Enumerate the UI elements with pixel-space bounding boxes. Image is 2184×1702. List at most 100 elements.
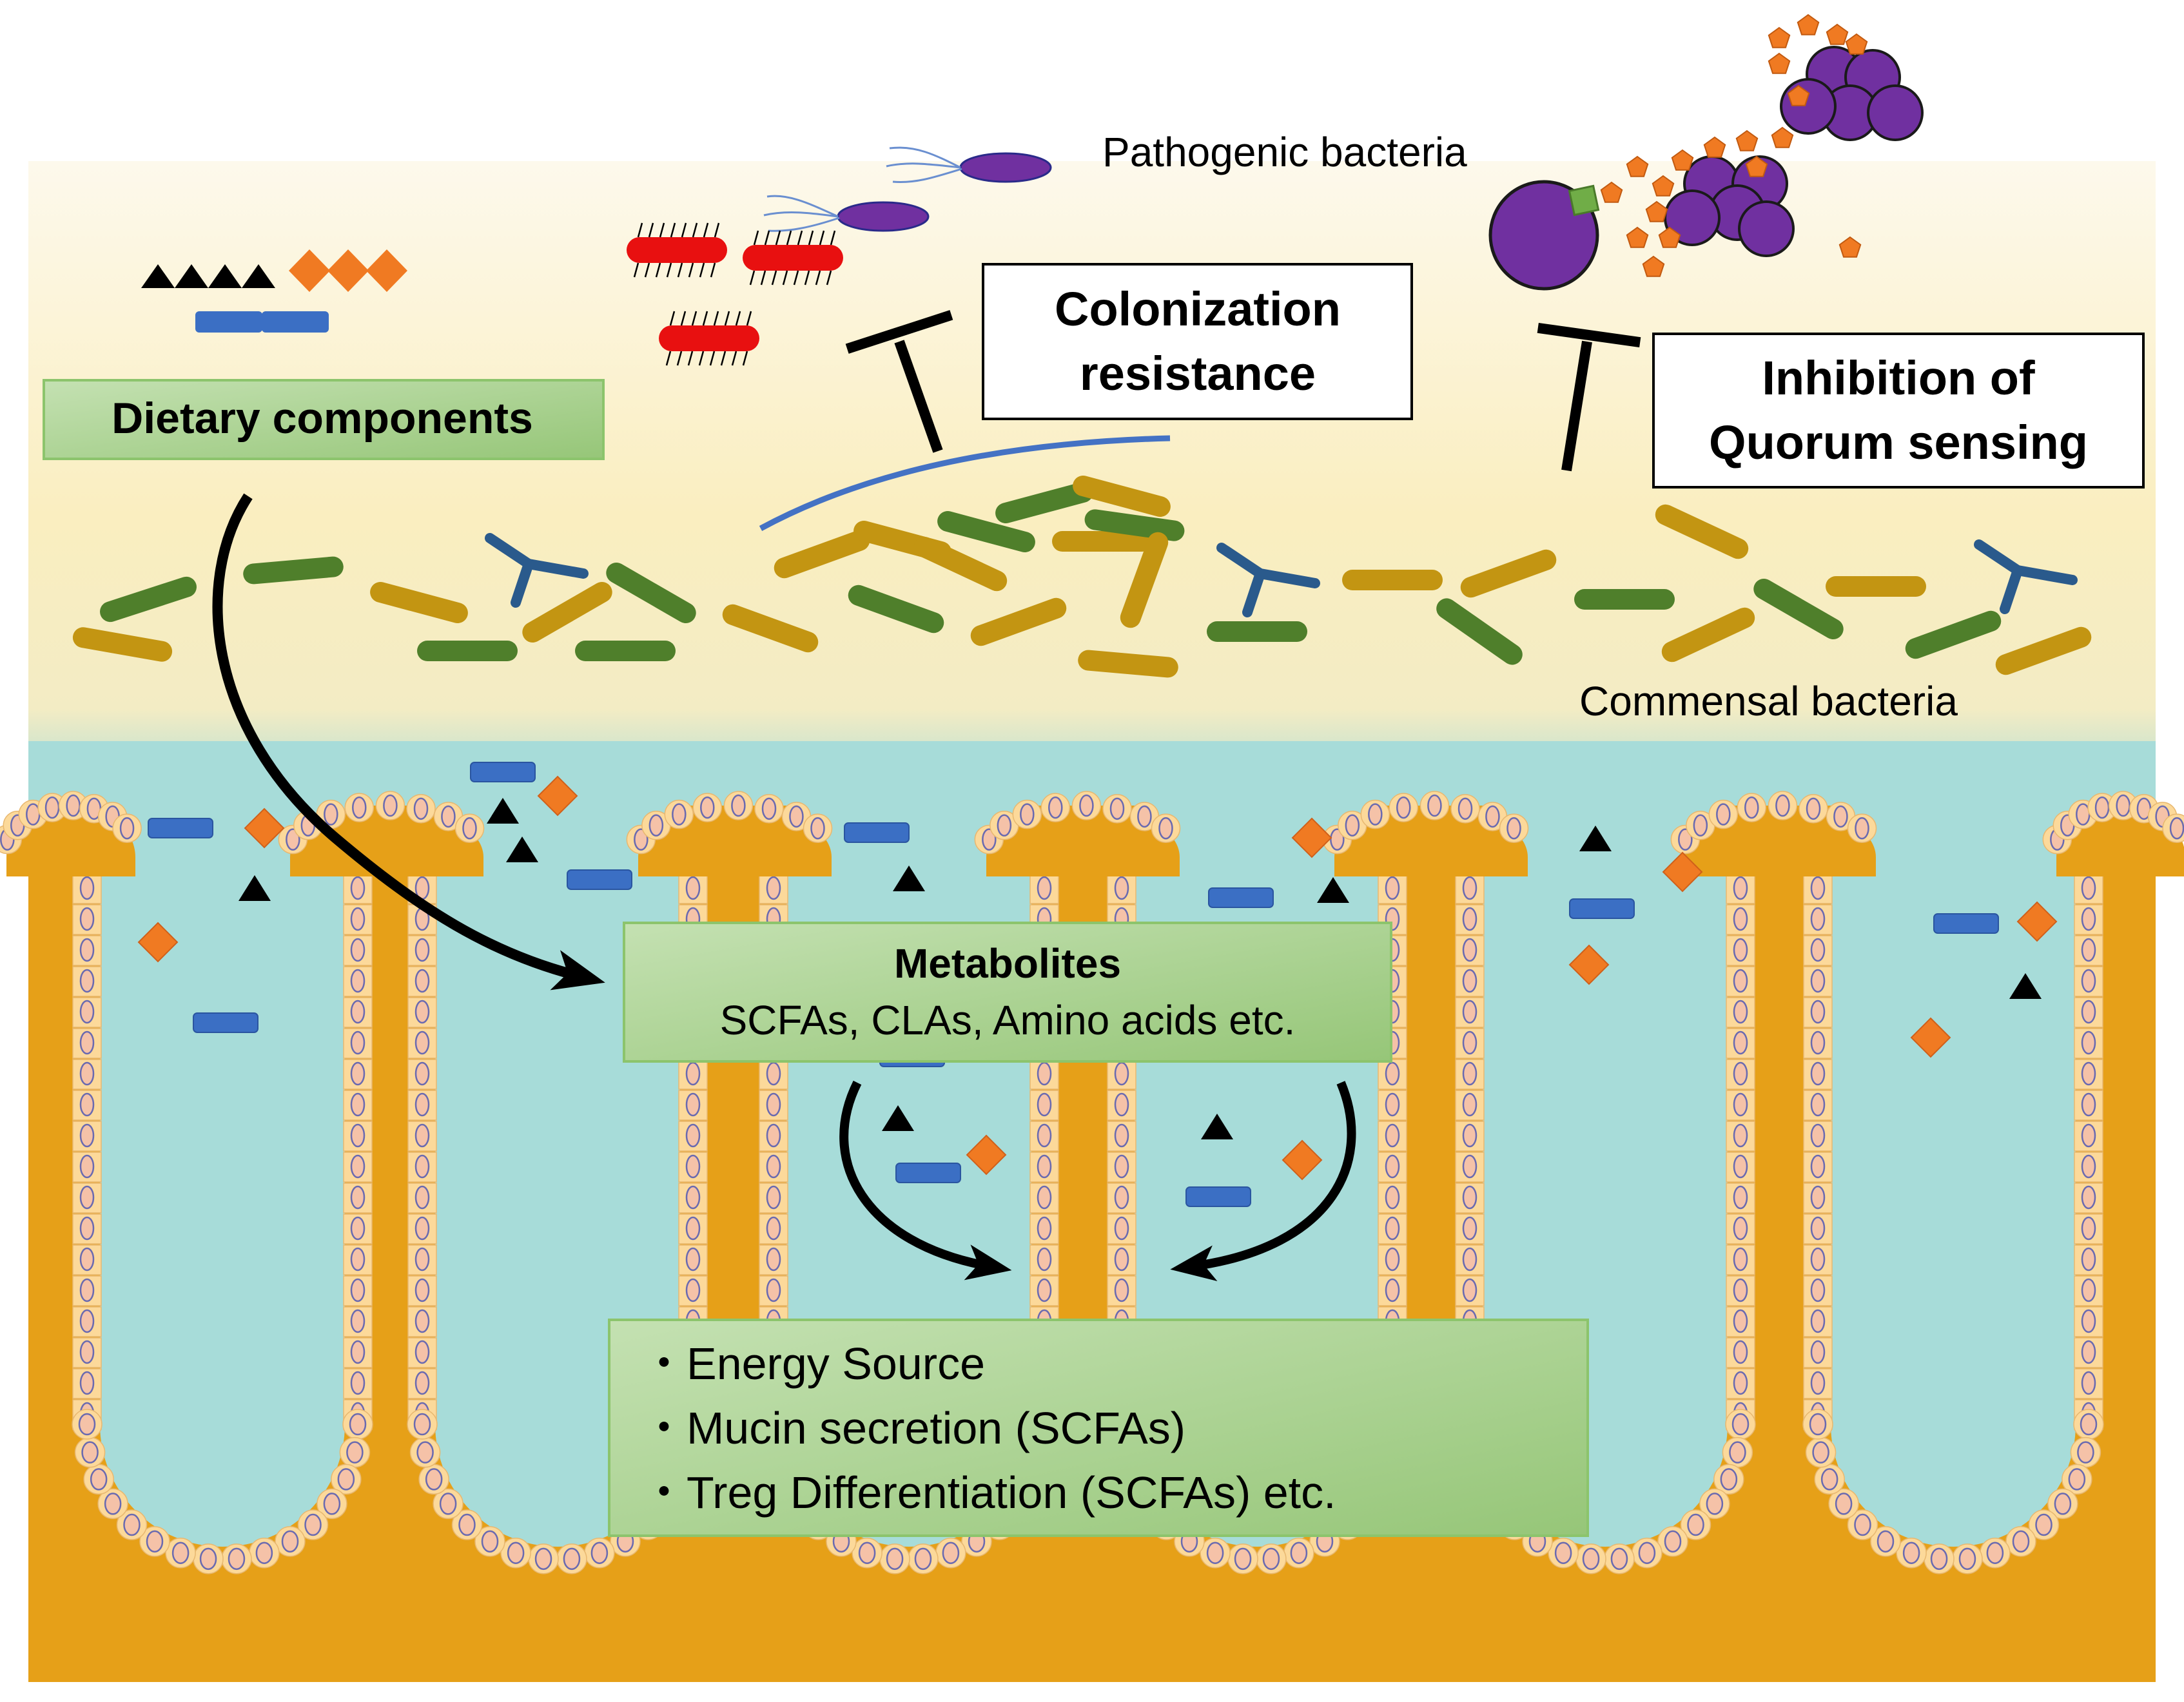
commensal-rod bbox=[913, 536, 1008, 592]
commensal-rod bbox=[1120, 532, 1169, 628]
commensal-rod bbox=[937, 510, 1035, 553]
triangle-metabolite-icon bbox=[1579, 826, 1612, 851]
bar-metabolite-icon bbox=[1208, 887, 1274, 908]
commensal-rod bbox=[1661, 607, 1755, 662]
autoinducer-signal bbox=[1645, 200, 1668, 222]
diamond-icon bbox=[366, 249, 407, 292]
quorum-line2: Quorum sensing bbox=[1709, 416, 2088, 469]
triangle-metabolite-icon bbox=[487, 798, 519, 824]
commensal-rod bbox=[848, 585, 944, 633]
y-shaped-bacterium-icon bbox=[485, 533, 589, 608]
epithelium bbox=[1802, 842, 2104, 1574]
bar-icon bbox=[262, 311, 329, 333]
autoinducer-signal bbox=[1845, 33, 1868, 55]
coccus bbox=[1780, 78, 1837, 135]
flagellated-pathogen-1 bbox=[886, 146, 1052, 184]
commensal-rod bbox=[1753, 579, 1844, 639]
commensal-rod bbox=[1655, 504, 1749, 559]
triangle-metabolite-icon bbox=[2009, 973, 2042, 999]
coccus bbox=[1867, 84, 1924, 141]
autoinducer-receptor-icon bbox=[1568, 184, 1600, 217]
bar-icon bbox=[195, 311, 262, 333]
red-rod-pathogen bbox=[743, 230, 843, 285]
autoinducer-signal bbox=[1838, 236, 1862, 258]
red-pathogens bbox=[627, 222, 843, 366]
bar-metabolite-icon bbox=[844, 822, 910, 843]
commensal-rod bbox=[243, 556, 344, 585]
commensal-rod bbox=[370, 581, 468, 624]
autoinducer-signal bbox=[1826, 23, 1849, 45]
diamond-metabolite-icon bbox=[966, 1134, 1007, 1175]
effects-box: ・Energy Source ・Mucin secretion (SCFAs) … bbox=[608, 1319, 1589, 1537]
autoinducer-signal bbox=[1671, 149, 1694, 171]
colonization-line2: resistance bbox=[1080, 347, 1316, 400]
inhibition-symbol-quorum bbox=[1537, 322, 1641, 472]
triangle-metabolite-icon bbox=[1317, 877, 1349, 903]
effect-mucin-secretion: ・Mucin secretion (SCFAs) bbox=[641, 1403, 1185, 1453]
autoinducer-signal bbox=[1703, 136, 1726, 158]
bar-metabolite-icon bbox=[1185, 1186, 1251, 1207]
triangle-metabolite-icon bbox=[1201, 1114, 1233, 1139]
commensal-rod bbox=[774, 530, 870, 579]
commensal-rod bbox=[1342, 570, 1443, 590]
triangle-metabolite-icon bbox=[506, 836, 538, 862]
diamond-metabolite-icon bbox=[137, 922, 179, 963]
diamond-metabolite-icon bbox=[1291, 817, 1332, 858]
triangle-metabolite-icon bbox=[239, 875, 271, 901]
commensal-rod bbox=[522, 582, 612, 643]
commensal-rod bbox=[1052, 531, 1153, 552]
bar-metabolite-icon bbox=[1933, 913, 1999, 934]
bar-metabolite-icon bbox=[193, 1012, 258, 1033]
autoinducer-signal bbox=[1658, 226, 1681, 248]
quorum-sensing-box: Inhibition of Quorum sensing bbox=[1652, 333, 2145, 488]
triangle-icon bbox=[141, 264, 175, 288]
commensal-rod bbox=[1436, 598, 1523, 665]
dietary-components-legend: Dietary components bbox=[43, 249, 605, 460]
triangle-icon bbox=[208, 264, 242, 288]
commensal-rod bbox=[1826, 576, 1926, 597]
commensal-rod bbox=[100, 576, 197, 623]
commensal-rod bbox=[1995, 626, 2092, 675]
diamond-metabolite-icon bbox=[2016, 901, 2058, 942]
bar-metabolite-icon bbox=[567, 869, 632, 890]
autoinducer-signal bbox=[1768, 52, 1791, 74]
commensal-rod bbox=[1078, 650, 1178, 678]
autoinducer-signal bbox=[1745, 155, 1768, 177]
y-shaped-bacterium-icon bbox=[1216, 543, 1320, 617]
coccus bbox=[1738, 200, 1795, 257]
autoinducer-signal bbox=[1652, 175, 1675, 197]
commensal-rod bbox=[417, 641, 518, 661]
commensal-rod bbox=[606, 563, 696, 623]
y-shaped-bacterium-icon bbox=[1974, 539, 2078, 614]
metabolites-title: Metabolites bbox=[894, 940, 1121, 987]
dietary-components-label: Dietary components bbox=[112, 394, 533, 443]
diamond-metabolite-icon bbox=[537, 775, 578, 817]
commensal-rod bbox=[1073, 475, 1171, 517]
autoinducer-signal bbox=[1787, 84, 1810, 106]
autoinducer-signal bbox=[1768, 26, 1791, 48]
autoinducer-signal bbox=[1600, 181, 1623, 203]
bar-metabolite-icon bbox=[895, 1163, 961, 1183]
right-effect-arrow bbox=[1170, 1081, 1356, 1281]
autoinducer-signal bbox=[1797, 14, 1820, 35]
pathogenic-bacteria-label: Pathogenic bacteria bbox=[1102, 129, 1467, 175]
effect-treg-differentiation: ・Treg Differentiation (SCFAs) etc. bbox=[641, 1467, 1336, 1518]
mucus-layer-line bbox=[759, 435, 1171, 531]
commensal-rod bbox=[1460, 549, 1557, 598]
commensal-bacteria-layer bbox=[72, 475, 2092, 678]
commensal-rod bbox=[1207, 621, 1307, 642]
epithelium bbox=[72, 842, 373, 1574]
commensal-rod bbox=[970, 597, 1067, 646]
bar-metabolite-icon bbox=[148, 818, 213, 838]
autoinducer-signal bbox=[1626, 226, 1649, 248]
bar-metabolite-icon bbox=[1569, 898, 1635, 919]
crypt-lumen bbox=[100, 806, 345, 1547]
left-effect-arrow bbox=[839, 1080, 1012, 1281]
red-rod-pathogen bbox=[659, 311, 759, 366]
diamond-icon bbox=[289, 249, 330, 292]
metabolite-particles bbox=[137, 762, 2058, 1207]
colonization-resistance-box: Colonization resistance bbox=[982, 263, 1413, 420]
diamond-metabolite-icon bbox=[1568, 944, 1610, 985]
commensal-rod bbox=[575, 641, 676, 661]
